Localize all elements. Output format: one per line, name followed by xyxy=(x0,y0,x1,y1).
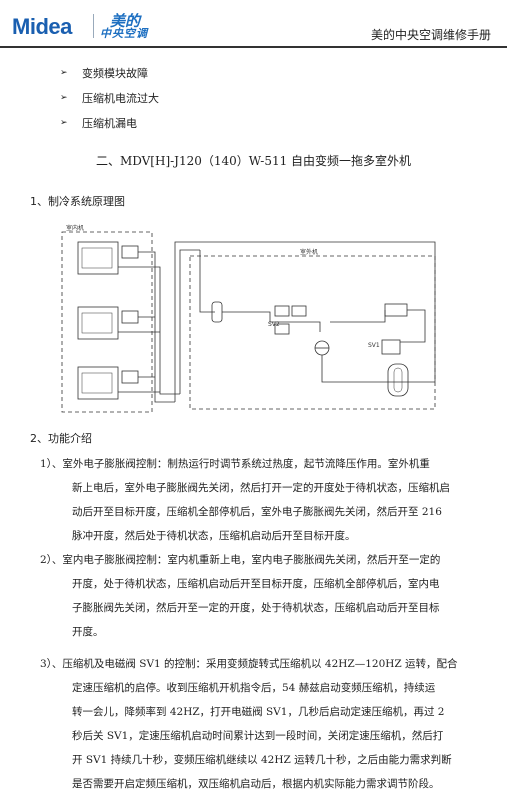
subsection-title: 1、制冷系统原理图 xyxy=(30,195,125,208)
list-item-text: 压缩机漏电 xyxy=(82,116,137,130)
midea-cac-logo: 美的 中央空调 xyxy=(92,10,172,40)
list-item: ➢ 压缩机电流过大 xyxy=(60,85,159,110)
arrow-bullet-icon: ➢ xyxy=(60,92,68,103)
paragraph-line: 是否需要开启定频压缩机，双压缩机启动后，根据内机实际能力需求调节阶段。 xyxy=(72,778,440,790)
paragraph-line: 子膨胀阀先关闭，然后开至一定的开度，处于待机状态，压缩机启动后开至目标 xyxy=(72,602,440,614)
paragraph-line: 开度。 xyxy=(72,626,104,638)
indoor-label: 室内机 xyxy=(66,224,84,232)
list-item-text: 压缩机电流过大 xyxy=(82,91,159,105)
manual-title: 美的中央空调维修手册 xyxy=(370,28,491,42)
paragraph-line: 动后开至目标开度，压缩机全部停机后，室外电子膨胀阀先关闭，然后开至 216 xyxy=(72,506,442,518)
refrigeration-schematic: 室内机 室外机 SV2 SV1 xyxy=(61,224,436,413)
sv2-label: SV2 xyxy=(268,321,280,328)
paragraph-line: 3）、压缩机及电磁阀 SV1 的控制：采用变频旋转式压缩机以 42HZ—120H… xyxy=(40,658,458,670)
page-header: Midea 美的 中央空调 美的中央空调维修手册 xyxy=(0,0,507,48)
header-rule xyxy=(0,46,507,48)
paragraph-1: 1）、室外电子膨胀阀控制：制热运行时调节系统过热度，起节流降压作用。室外机重 新… xyxy=(40,452,492,548)
paragraph-line: 脉冲开度，然后处于待机状态，压缩机启动后开至目标开度。 xyxy=(72,530,356,542)
paragraph-2: 2）、室内电子膨胀阀控制：室内机重新上电，室内电子膨胀阀先关闭，然后开至一定的 … xyxy=(40,548,492,644)
paragraph-line: 转一会儿，降频率到 42HZ，打开电磁阀 SV1，几秒后启动定速压缩机，再过 2 xyxy=(72,706,445,718)
logo-divider xyxy=(93,14,94,38)
subsection-title: 2、功能介绍 xyxy=(30,432,92,445)
midea-logo: Midea xyxy=(12,14,72,39)
paragraph-line: 开 SV1 持续几十秒，变频压缩机继续以 42HZ 运转几十秒，之后由能力需求判… xyxy=(72,754,452,766)
outdoor-label: 室外机 xyxy=(300,248,318,256)
logo-bottom-text: 中央空调 xyxy=(100,27,148,40)
paragraph-line: 2）、室内电子膨胀阀控制：室内机重新上电，室内电子膨胀阀先关闭，然后开至一定的 xyxy=(40,554,441,566)
arrow-bullet-icon: ➢ xyxy=(60,67,68,78)
arrow-bullet-icon: ➢ xyxy=(60,117,68,128)
paragraph-line: 1）、室外电子膨胀阀控制：制热运行时调节系统过热度，起节流降压作用。室外机重 xyxy=(40,458,430,470)
paragraph-3: 3）、压缩机及电磁阀 SV1 的控制：采用变频旋转式压缩机以 42HZ—120H… xyxy=(40,652,492,796)
paragraph-line: 定速压缩机的启停。收到压缩机开机指令后，54 赫兹启动变频压缩机，持续运 xyxy=(72,682,436,694)
paragraph-line: 开度，处于待机状态，压缩机启动后开至目标开度，压缩机全部停机后，室内电 xyxy=(72,578,440,590)
paragraph-line: 秒后关 SV1，定速压缩机启动时间累计达到一段时间，关闭定速压缩机，然后打 xyxy=(72,730,444,742)
bullet-list: ➢ 变频模块故障 ➢ 压缩机电流过大 ➢ 压缩机漏电 xyxy=(60,60,159,135)
list-item: ➢ 变频模块故障 xyxy=(60,60,159,85)
list-item: ➢ 压缩机漏电 xyxy=(60,110,159,135)
section-title: 二、MDV[H]-J120（140）W-511 自由变频一拖多室外机 xyxy=(95,154,412,168)
sv1-label: SV1 xyxy=(368,342,380,349)
paragraph-line: 新上电后，室外电子膨胀阀先关闭，然后打开一定的开度处于待机状态，压缩机启 xyxy=(72,482,450,494)
logo-top-text: 美的 xyxy=(110,12,141,30)
list-item-text: 变频模块故障 xyxy=(82,66,148,80)
